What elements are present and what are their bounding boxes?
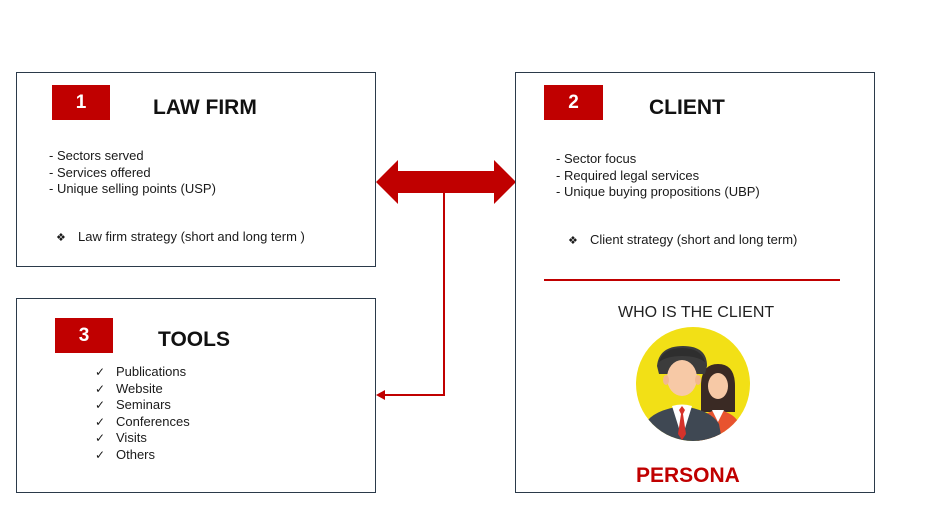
law-firm-strategy: ❖ Law firm strategy (short and long term … (56, 229, 305, 244)
client-line: - Sector focus (556, 151, 637, 166)
tools-item-label: Publications (116, 364, 187, 379)
tools-item: ✓ Conferences (95, 414, 190, 431)
check-icon: ✓ (95, 431, 106, 445)
who-is-the-client-label: WHO IS THE CLIENT (618, 304, 775, 321)
diamond-bullet-icon: ❖ (56, 232, 66, 244)
tools-connector-line (384, 193, 445, 396)
tools-connector-arrowhead (376, 390, 385, 400)
law-firm-title: LAW FIRM (153, 96, 257, 119)
client-strategy-text: Client strategy (short and long term) (590, 232, 798, 247)
tools-title: TOOLS (158, 328, 230, 351)
tools-item-label: Conferences (116, 413, 190, 429)
law-firm-line: - Unique selling points (USP) (49, 181, 216, 196)
tools-item-label: Visits (116, 430, 147, 445)
client-line: - Unique buying propositions (UBP) (556, 184, 760, 199)
law-firm-list: - Sectors served - Services offered - Un… (49, 148, 216, 198)
tools-item: ✓ Publications (95, 364, 190, 381)
tools-item-label: Website (116, 380, 163, 396)
law-firm-strategy-text: Law firm strategy (short and long term ) (78, 229, 305, 244)
check-icon: ✓ (95, 365, 106, 379)
check-icon: ✓ (95, 447, 106, 462)
persona-label: PERSONA (636, 464, 740, 487)
law-firm-number-badge: 1 (52, 85, 110, 120)
client-list: - Sector focus - Required legal services… (556, 151, 760, 201)
tools-list: ✓ Publications ✓ Website ✓ Seminars ✓ Confer… (95, 364, 190, 463)
law-firm-line: - Sectors served (49, 148, 144, 163)
client-title: CLIENT (649, 96, 725, 119)
check-icon: ✓ (95, 398, 106, 412)
law-firm-line: - Services offered (49, 164, 151, 180)
tools-item: ✓ Visits (95, 430, 190, 447)
check-icon: ✓ (95, 414, 106, 429)
tools-item-label: Others (116, 446, 156, 462)
tools-number-badge: 3 (55, 318, 113, 353)
client-line: - Required legal services (556, 167, 700, 183)
check-icon: ✓ (95, 381, 106, 396)
client-divider (544, 279, 840, 281)
client-number-badge: 2 (544, 85, 603, 120)
tools-item: ✓ Seminars (95, 397, 190, 414)
tools-item: ✓ Website (95, 381, 190, 398)
client-strategy: ❖ Client strategy (short and long term) (568, 232, 797, 247)
tools-item-label: Seminars (116, 397, 171, 412)
diamond-bullet-icon: ❖ (568, 235, 578, 247)
tools-item: ✓ Others (95, 447, 190, 464)
double-arrow (376, 160, 516, 204)
persona-icon (636, 327, 750, 441)
